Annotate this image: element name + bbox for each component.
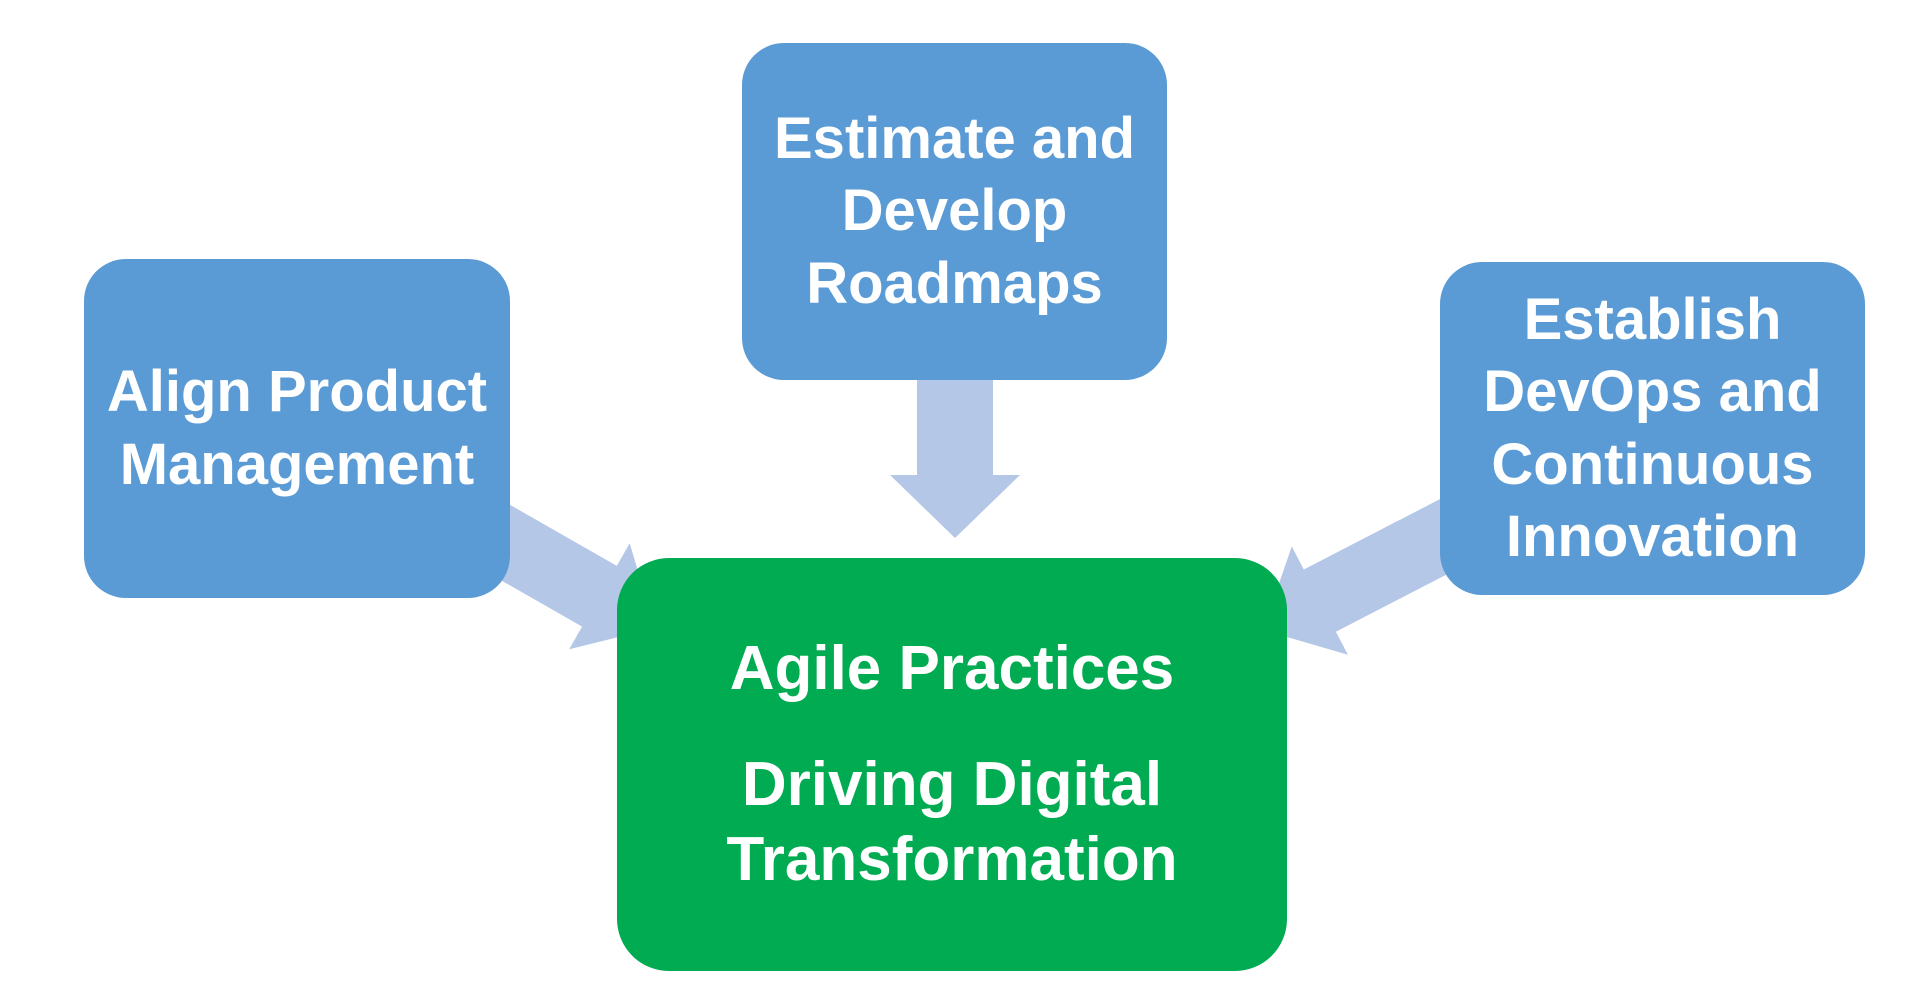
node-label-line: Establish [1523, 286, 1782, 352]
node-label-line: Innovation [1505, 504, 1800, 569]
node-label-line: Estimate and [774, 105, 1135, 171]
arrow-roadmaps-to-agile [890, 360, 1020, 538]
node-label-line: Agile Practices [729, 633, 1175, 703]
node-label-line: Develop [841, 178, 1068, 244]
node-label-line: DevOps and [1483, 359, 1822, 424]
node-label-line: Transformation [726, 824, 1178, 894]
arrow-devops-to-agile [1263, 491, 1487, 655]
node-paragraph: Agile Practices [730, 632, 1175, 706]
arrow-align-to-agile [462, 497, 655, 650]
node-label-line: Management [119, 431, 475, 497]
node-label-line: Align Product [106, 359, 488, 424]
node-label-line: Driving Digital [741, 750, 1163, 820]
node-label-line: Roadmaps [806, 250, 1103, 316]
node-label-line: Continuous [1491, 431, 1814, 497]
